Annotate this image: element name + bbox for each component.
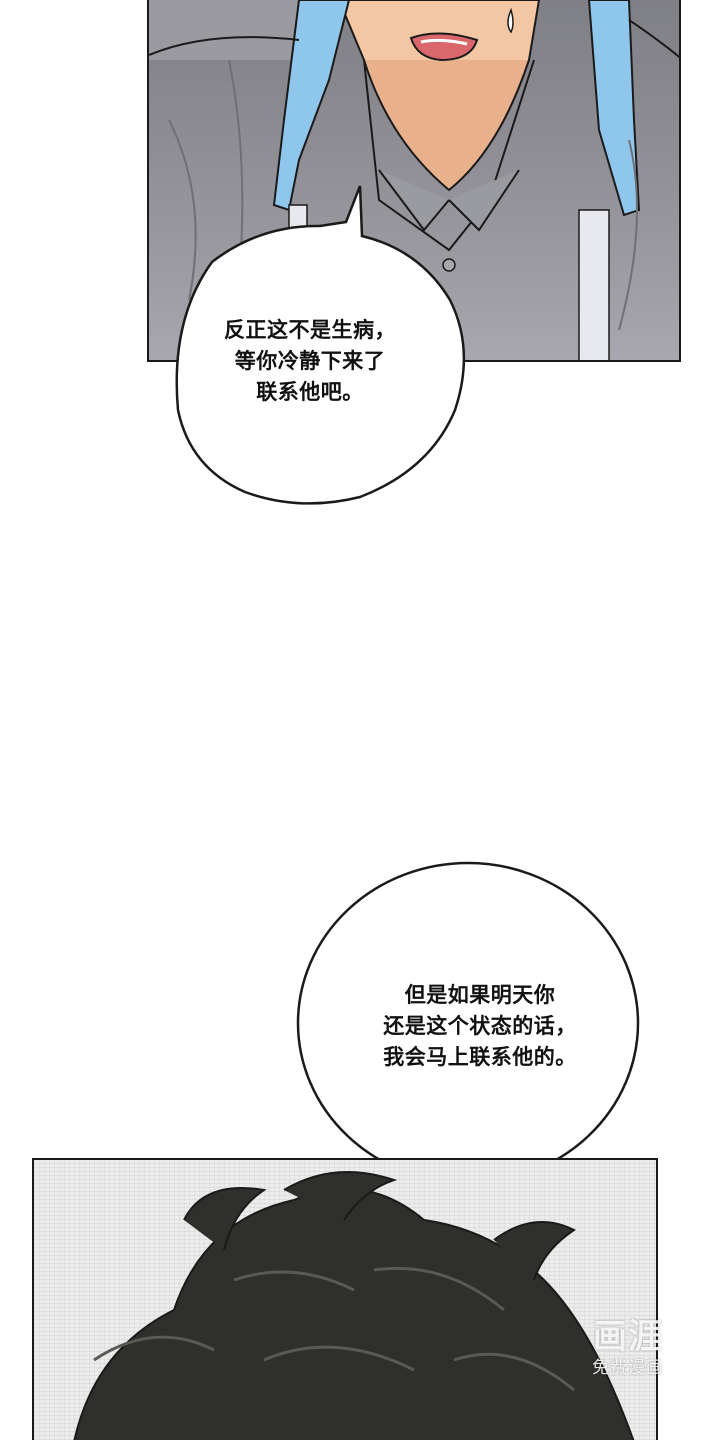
bubble-1-line-3: 联系他吧。 — [256, 380, 364, 404]
comic-panel-top — [147, 0, 681, 362]
speech-bubble-2-text: 但是如果明天你 还是这个状态的话， 我会马上联系他的。 — [330, 980, 630, 1073]
speech-bubble-1-text: 反正这不是生病， 等你冷静下来了 联系他吧。 — [180, 315, 440, 408]
watermark-title: 画涯 — [593, 1317, 663, 1357]
watermark-logo: 画涯 免费漫画 — [568, 1318, 688, 1390]
watermark-subtitle: 免费漫画 — [592, 1358, 664, 1378]
bubble-2-line-3: 我会马上联系他的。 — [383, 1045, 577, 1069]
comic-panel-bottom — [32, 1158, 658, 1440]
character-hair-illustration — [73, 1171, 635, 1440]
bubble-2-line-1: 但是如果明天你 — [404, 983, 556, 1007]
character-torso-illustration — [149, 0, 679, 360]
bubble-1-line-1: 反正这不是生病， — [224, 318, 396, 342]
bubble-2-line-2: 还是这个状态的话， — [383, 1014, 577, 1038]
bubble-1-line-2: 等你冷静下来了 — [234, 349, 386, 373]
